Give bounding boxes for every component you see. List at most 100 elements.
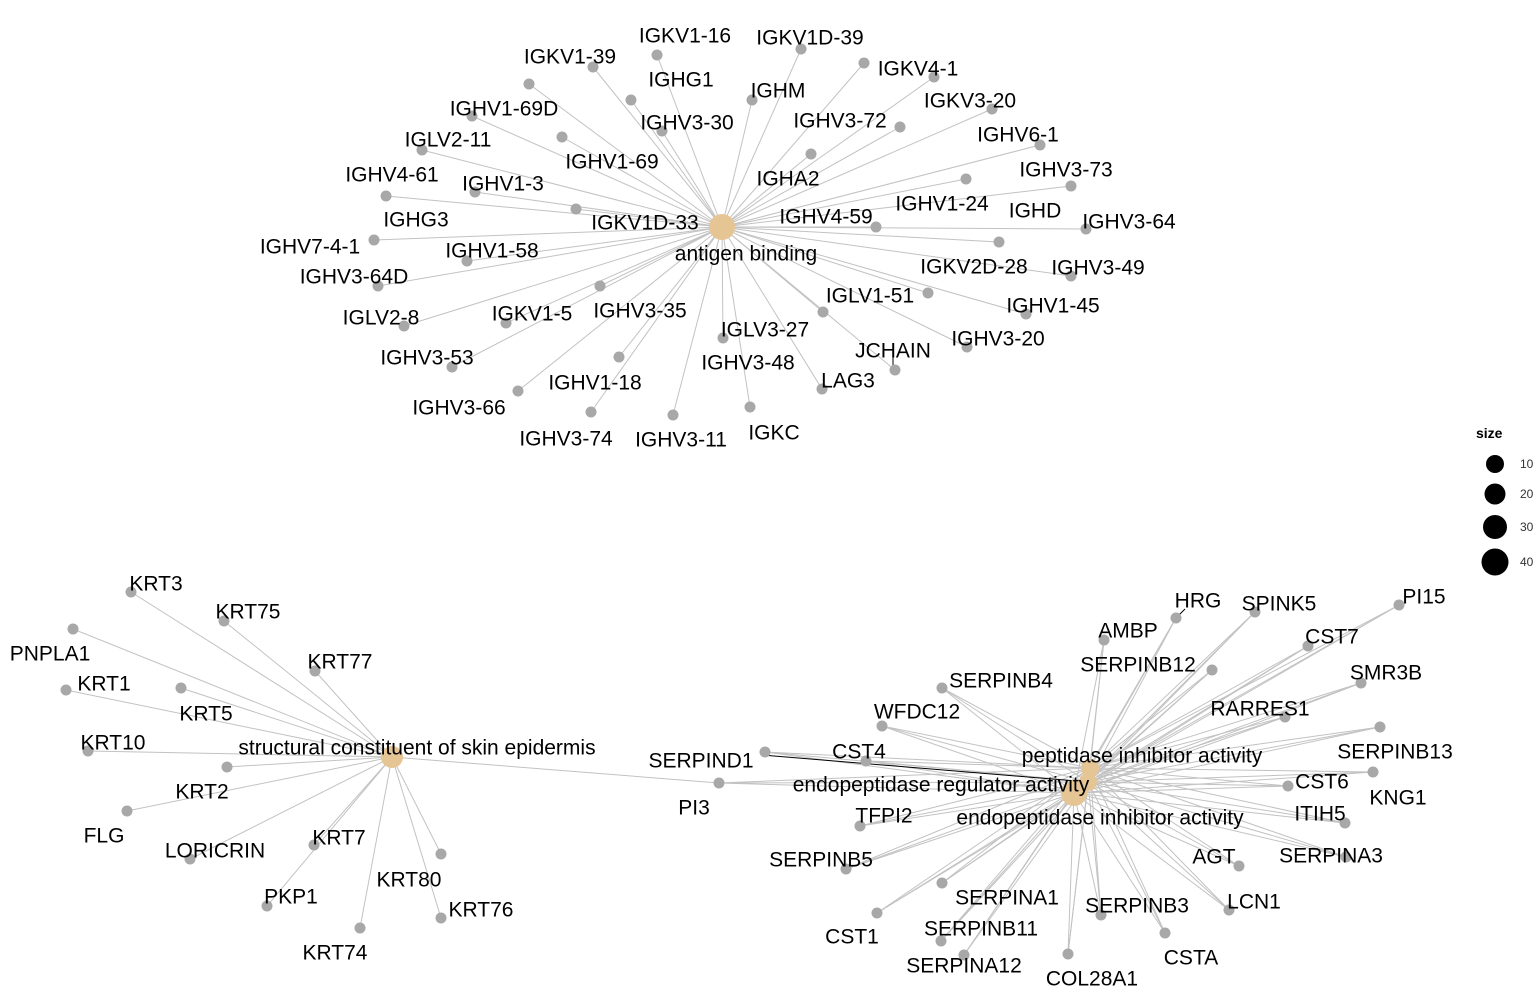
- gene-node-kng1[interactable]: [1367, 766, 1379, 778]
- gene-node-krt74[interactable]: [354, 922, 366, 934]
- gene-node-serpinb4[interactable]: [936, 682, 948, 694]
- gene-node-serpina3[interactable]: [1340, 851, 1352, 863]
- gene-node-ighv3-20[interactable]: [961, 341, 973, 353]
- edge-serpinb11-eia: [940, 792, 1075, 942]
- legend-size-label: 10: [1520, 457, 1534, 471]
- gene-node-pnpla1[interactable]: [67, 623, 79, 635]
- gene-node-ighv3-64d[interactable]: [372, 280, 384, 292]
- gene-node-ighv1-3[interactable]: [469, 186, 481, 198]
- gene-node-ighv3-48[interactable]: [717, 332, 729, 344]
- gene-node-krt5[interactable]: [175, 682, 187, 694]
- edge-ighv1-45-antigen: [721, 226, 1027, 315]
- gene-node-serpind1[interactable]: [759, 746, 771, 758]
- gene-node-iglv1-51[interactable]: [922, 287, 934, 299]
- edge-igkv2d-28-antigen: [721, 226, 1000, 243]
- gene-node-igkv1-5[interactable]: [500, 317, 512, 329]
- gene-node-hrg[interactable]: [1170, 612, 1182, 624]
- gene-node-iglv3-27[interactable]: [817, 306, 829, 318]
- gene-node-iglv2-11[interactable]: [466, 110, 478, 122]
- gene-node-igkv3-20[interactable]: [928, 71, 940, 83]
- gene-node-wfdc12[interactable]: [876, 720, 888, 732]
- gene-node-tfpi2[interactable]: [854, 820, 866, 832]
- gene-node-ighv6-1[interactable]: [986, 103, 998, 115]
- gene-node-ighv1-24[interactable]: [960, 173, 972, 185]
- gene-label-ighv3-74: IGHV3-74: [519, 428, 613, 451]
- gene-label-iglv2-8: IGLV2-8: [343, 307, 420, 330]
- gene-node-ighv3-11[interactable]: [667, 409, 679, 421]
- gene-node-krt2[interactable]: [221, 761, 233, 773]
- gene-node-krt1[interactable]: [60, 684, 72, 696]
- gene-node-pi15[interactable]: [1393, 599, 1405, 611]
- category-node-eia[interactable]: [1061, 780, 1087, 806]
- gene-node-ighg1[interactable]: [625, 94, 637, 106]
- gene-node-ighm[interactable]: [746, 94, 758, 106]
- gene-node-loricrin[interactable]: [184, 853, 196, 865]
- gene-node-pi3[interactable]: [713, 777, 725, 789]
- gene-node-igkv4-1[interactable]: [858, 57, 870, 69]
- legend-size-dot: [1483, 515, 1507, 539]
- gene-node-igkv2d-28[interactable]: [993, 236, 1005, 248]
- gene-node-col28a1[interactable]: [1062, 948, 1074, 960]
- gene-node-serpina12[interactable]: [958, 949, 970, 961]
- gene-node-ighv3-73[interactable]: [1034, 139, 1046, 151]
- gene-node-lcn1[interactable]: [1223, 904, 1235, 916]
- gene-node-krt80[interactable]: [435, 848, 447, 860]
- gene-node-igkv1d-39[interactable]: [795, 43, 807, 55]
- gene-node-krt3[interactable]: [125, 586, 137, 598]
- gene-node-spink5[interactable]: [1249, 606, 1261, 618]
- gene-node-smr3b[interactable]: [1355, 677, 1367, 689]
- gene-node-csta[interactable]: [1159, 927, 1171, 939]
- gene-node-cst7[interactable]: [1302, 640, 1314, 652]
- gene-node-rarres1[interactable]: [1279, 711, 1291, 723]
- gene-node-cst1[interactable]: [871, 907, 883, 919]
- gene-node-krt10[interactable]: [82, 745, 94, 757]
- gene-node-itih5[interactable]: [1339, 817, 1351, 829]
- gene-node-pkp1[interactable]: [261, 900, 273, 912]
- gene-node-ighv1-45[interactable]: [1020, 308, 1032, 320]
- gene-node-iglv2-8[interactable]: [398, 320, 410, 332]
- gene-node-ighv1-58[interactable]: [461, 255, 473, 267]
- gene-node-krt76[interactable]: [435, 912, 447, 924]
- gene-node-serpina1[interactable]: [936, 877, 948, 889]
- category-node-antigen[interactable]: [709, 214, 735, 240]
- gene-node-ighv3-74[interactable]: [585, 406, 597, 418]
- edge-itih5-pia: [1089, 767, 1346, 824]
- gene-node-igkv1d-33[interactable]: [570, 203, 582, 215]
- category-node-skin[interactable]: [381, 746, 403, 768]
- gene-node-ighv7-4-1[interactable]: [368, 234, 380, 246]
- gene-node-cst4[interactable]: [860, 755, 872, 767]
- gene-node-krt77[interactable]: [309, 665, 321, 677]
- gene-node-lag3[interactable]: [816, 383, 828, 395]
- gene-node-serpinb13[interactable]: [1374, 721, 1386, 733]
- gene-node-serpinb5[interactable]: [840, 863, 852, 875]
- gene-node-ighv3-35[interactable]: [594, 280, 606, 292]
- gene-node-ambp[interactable]: [1098, 634, 1110, 646]
- gene-node-igkc[interactable]: [744, 401, 756, 413]
- gene-node-agt[interactable]: [1233, 860, 1245, 872]
- gene-node-ighv1-18[interactable]: [613, 351, 625, 363]
- gene-node-ighd[interactable]: [1065, 180, 1077, 192]
- gene-node-cst6[interactable]: [1282, 780, 1294, 792]
- gene-node-krt7[interactable]: [308, 839, 320, 851]
- gene-node-igkv1-16[interactable]: [651, 49, 663, 61]
- gene-node-ighv3-64[interactable]: [1080, 223, 1092, 235]
- gene-node-ighv3-66[interactable]: [512, 385, 524, 397]
- gene-node-jchain[interactable]: [889, 364, 901, 376]
- gene-node-ighv1-69d[interactable]: [523, 78, 535, 90]
- gene-node-ighv3-53[interactable]: [446, 361, 458, 373]
- gene-node-ighv3-49[interactable]: [1065, 270, 1077, 282]
- gene-node-ighv3-72[interactable]: [894, 121, 906, 133]
- gene-node-ighv3-30[interactable]: [656, 125, 668, 137]
- gene-node-serpinb12[interactable]: [1206, 664, 1218, 676]
- gene-node-ighv4-61[interactable]: [416, 144, 428, 156]
- category-node-pia[interactable]: [1081, 759, 1099, 777]
- gene-node-krt75[interactable]: [218, 615, 230, 627]
- gene-node-ighv1-69[interactable]: [556, 131, 568, 143]
- gene-node-ighg3[interactable]: [380, 190, 392, 202]
- gene-node-serpinb11[interactable]: [935, 935, 947, 947]
- gene-node-igha2[interactable]: [805, 148, 817, 160]
- gene-node-serpinb3[interactable]: [1095, 909, 1107, 921]
- gene-node-igkv1-39[interactable]: [587, 61, 599, 73]
- gene-node-flg[interactable]: [121, 805, 133, 817]
- gene-node-ighv4-59[interactable]: [870, 221, 882, 233]
